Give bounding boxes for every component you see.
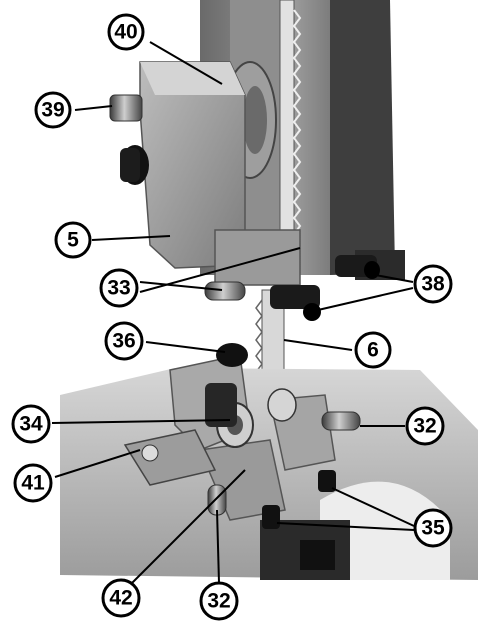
callout-38: 38 <box>413 264 453 304</box>
callout-36: 36 <box>104 321 144 361</box>
upper-guide-block <box>109 61 301 286</box>
callout-42-label: 42 <box>109 587 132 610</box>
callout-34: 34 <box>11 404 51 444</box>
callout-5: 5 <box>54 221 92 259</box>
callout-5-label: 5 <box>67 229 79 252</box>
callout-40-label: 40 <box>114 21 137 44</box>
lower-guide-assembly <box>123 343 361 529</box>
guide-pins <box>204 281 321 321</box>
callout-39: 39 <box>34 91 72 129</box>
callout-41: 41 <box>13 463 53 503</box>
callout-36-label: 36 <box>112 330 135 353</box>
callout-32-right: 32 <box>405 406 445 446</box>
callout-32-bottom-label: 32 <box>207 590 230 613</box>
callout-42: 42 <box>101 578 141 618</box>
callout-34-label: 34 <box>19 413 43 436</box>
callout-35: 35 <box>413 508 453 548</box>
callout-41-label: 41 <box>21 472 45 495</box>
callout-40: 40 <box>107 13 145 51</box>
callout-35-label: 35 <box>421 517 445 540</box>
callout-6: 6 <box>354 331 392 369</box>
callout-33: 33 <box>99 268 139 308</box>
leader-lines <box>51 41 415 586</box>
callout-33-label: 33 <box>107 277 130 300</box>
callout-32-bottom: 32 <box>199 581 239 621</box>
callout-32-right-label: 32 <box>413 415 436 438</box>
callout-6-label: 6 <box>367 339 379 362</box>
callout-39-label: 39 <box>41 99 64 122</box>
callout-38-label: 38 <box>421 273 445 296</box>
